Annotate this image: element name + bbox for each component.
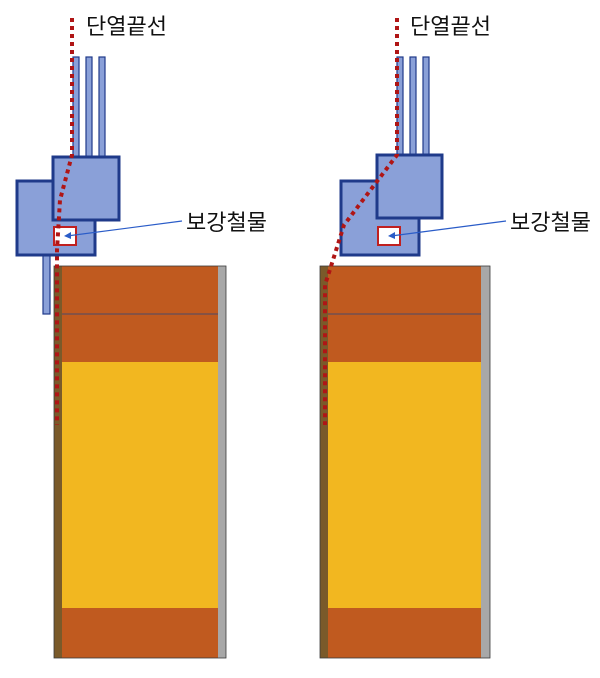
left-thermal-break-line: [55, 18, 74, 425]
right-wall: [319, 265, 491, 659]
right-bracket: [339, 56, 444, 257]
right-thermal-break-label: 단열끝선: [410, 15, 491, 40]
right-wall-upper-layer-2: [328, 314, 481, 362]
left-wall-upper-layer-2: [62, 314, 218, 362]
left-wall-insulation: [62, 362, 218, 608]
left-thermal-break-label: 단열끝선: [86, 15, 167, 40]
right-bracket-rod-2: [409, 56, 417, 158]
right-wall-insulation: [328, 362, 481, 608]
left-reinforcement-label: 보강철물: [186, 211, 267, 236]
right-thermal-break-line: [323, 18, 399, 425]
left-leader-line: [66, 220, 183, 237]
right-wall-right-edge: [481, 266, 490, 658]
left-leader-arrowhead: [64, 232, 71, 239]
right-leader-arrowhead: [388, 232, 395, 239]
left-bracket-rod-2: [85, 56, 93, 161]
right-wall-upper-layer-1: [328, 266, 481, 314]
right-wall-bottom-layer: [328, 608, 481, 658]
right-detail: 단열끝선 보강철물: [319, 15, 591, 659]
left-wall-right-edge: [218, 266, 226, 658]
left-wall-bottom-layer: [62, 608, 218, 658]
right-wall-outline: [319, 265, 491, 659]
left-wall-outline: [53, 265, 227, 659]
left-detail: 단열끝선 보강철물: [15, 15, 267, 659]
left-bracket-anchor-leg: [42, 253, 51, 315]
right-bracket-rod-3: [422, 56, 430, 158]
right-leader-line: [390, 220, 507, 237]
right-wall-left-edge: [320, 266, 328, 658]
right-reinforcement-label: 보강철물: [510, 211, 591, 236]
left-bracket-rod-3: [98, 56, 106, 161]
left-wall-left-edge: [54, 266, 62, 658]
left-wall: [53, 265, 227, 659]
right-bracket-upper-plate: [375, 153, 444, 220]
left-wall-upper-layer-1: [62, 266, 218, 314]
